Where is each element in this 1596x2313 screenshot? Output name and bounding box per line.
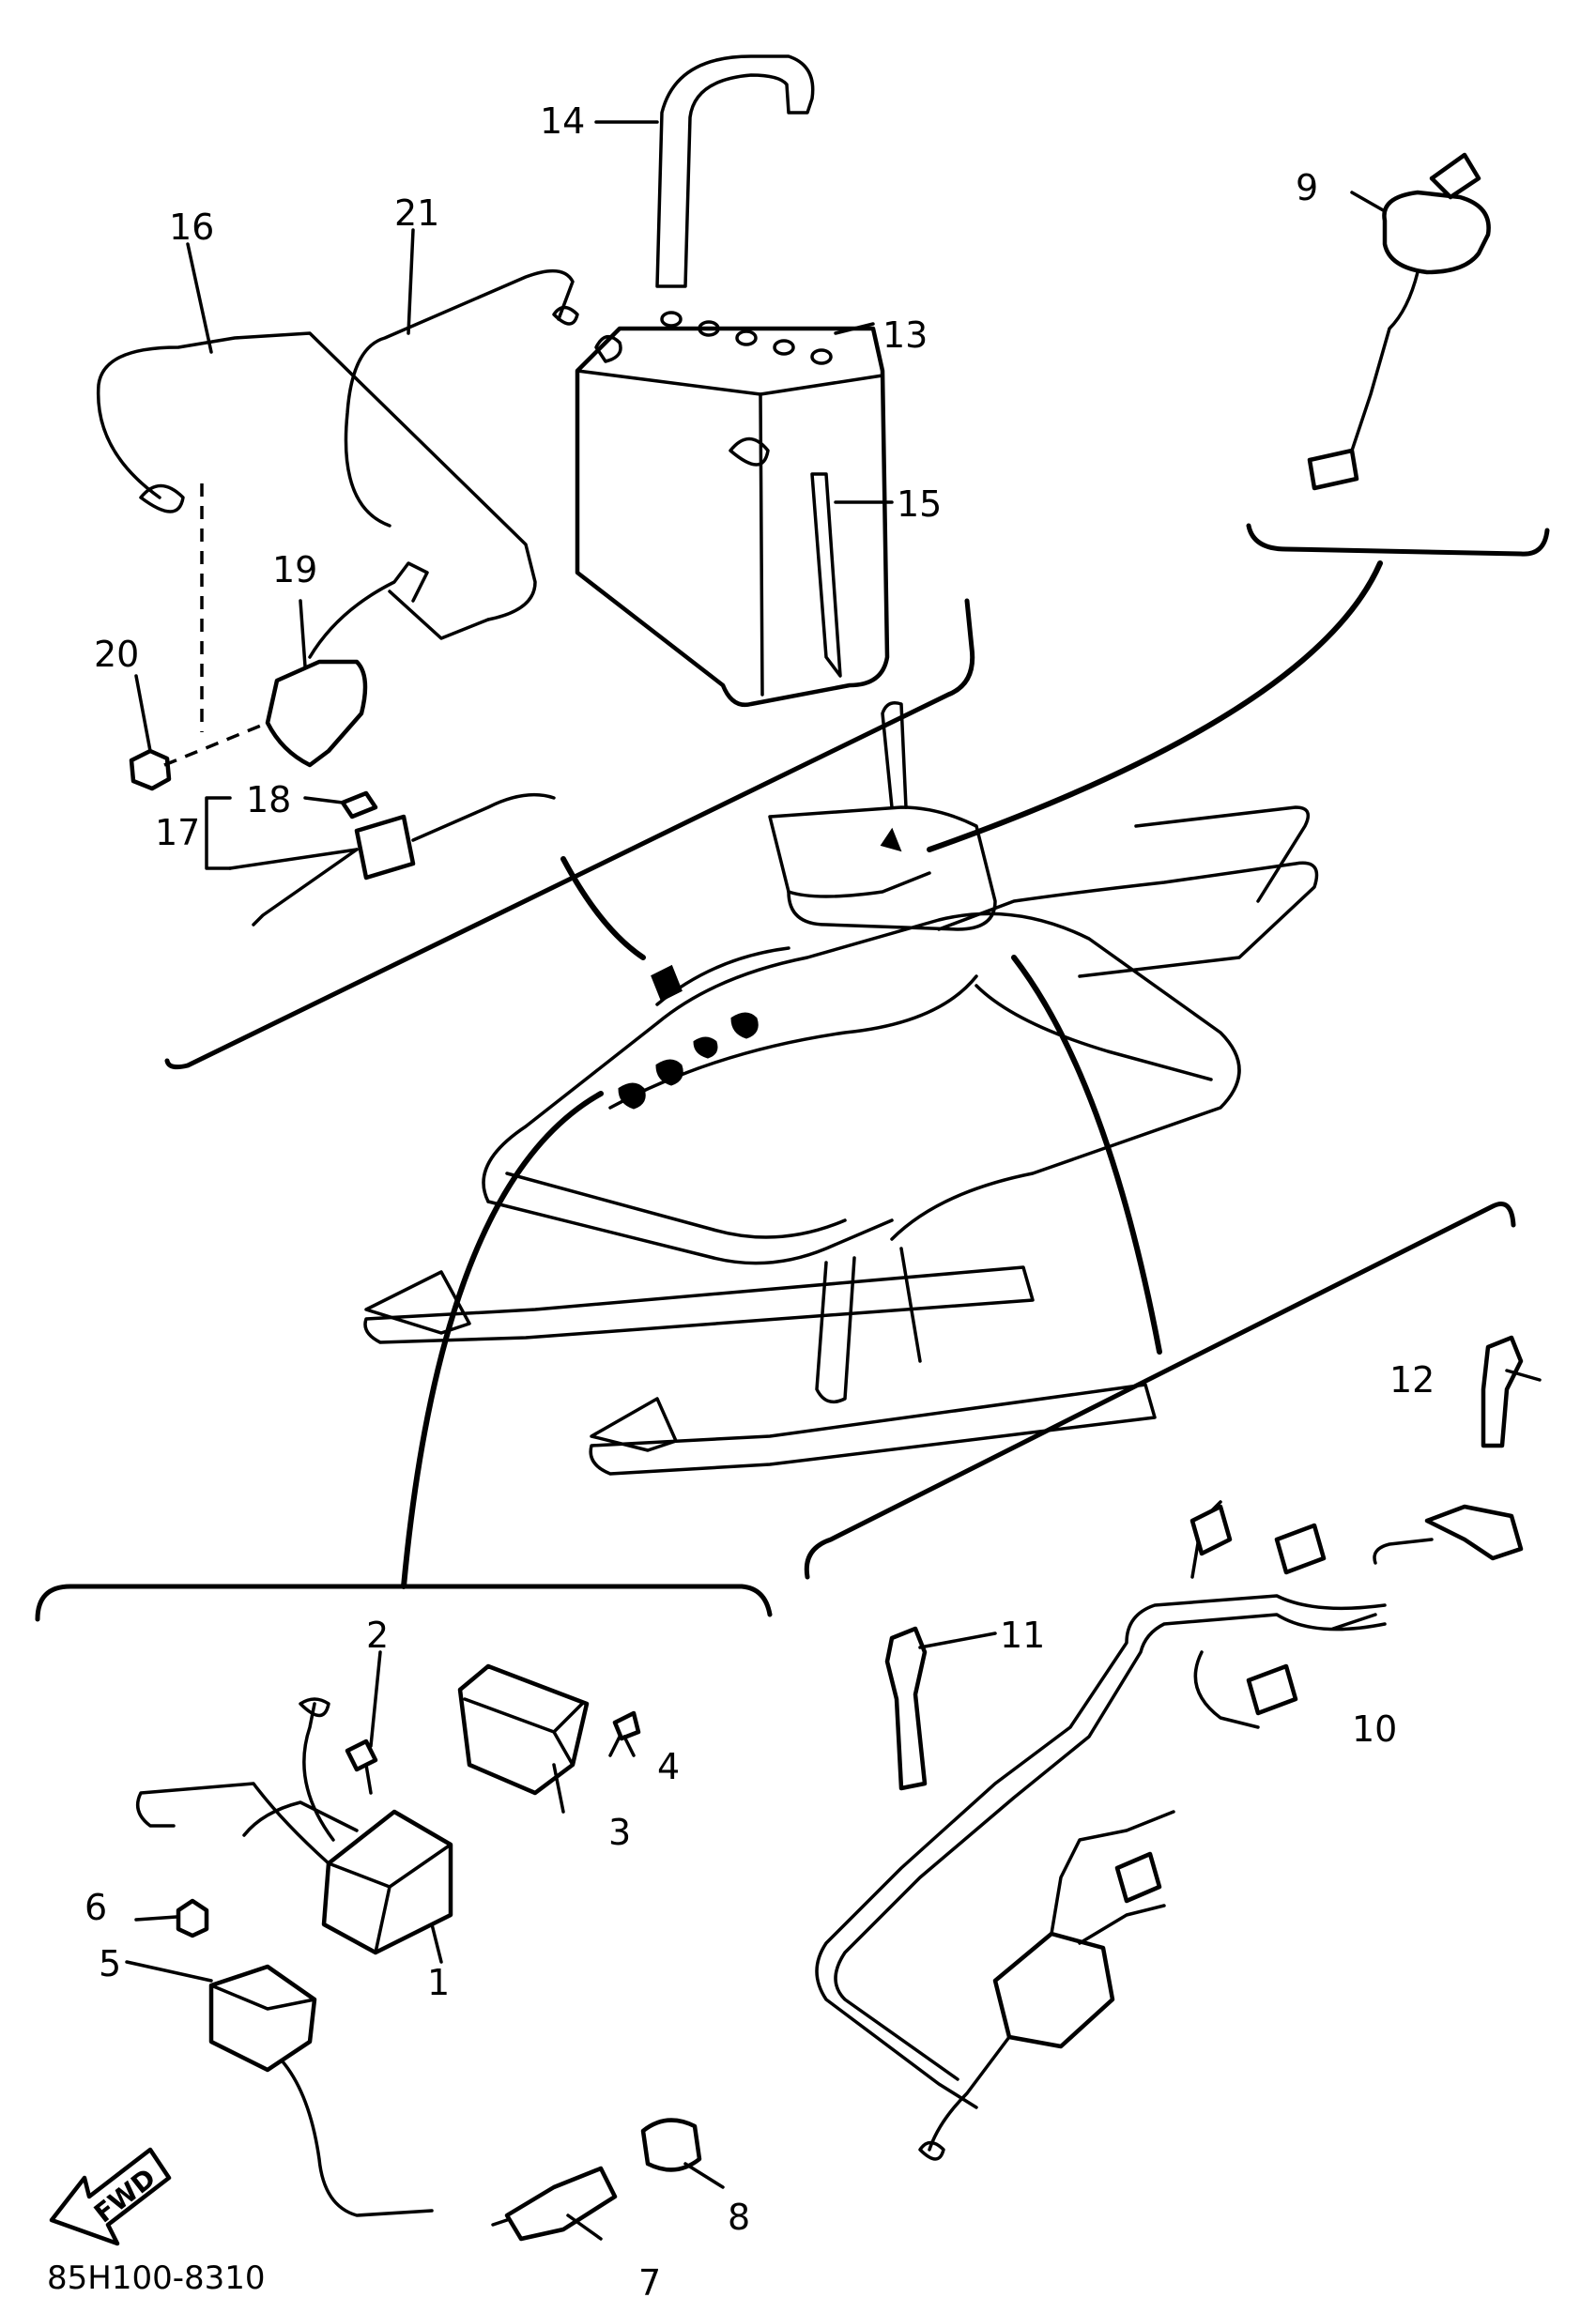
screw-4 <box>612 1710 641 1741</box>
callout-15: 15 <box>897 483 942 525</box>
callout-7: 7 <box>638 2262 661 2304</box>
plug-cap <box>504 2166 618 2242</box>
harness-junction <box>992 1931 1115 2049</box>
callout-10: 10 <box>1352 1708 1397 1750</box>
callout-12: 12 <box>1389 1359 1435 1401</box>
callout-13: 13 <box>882 314 928 356</box>
battery-caps <box>660 311 833 365</box>
panel-divider-top <box>164 598 975 1070</box>
grommet <box>640 2118 702 2172</box>
callouts: 14 9 16 21 13 15 19 20 18 17 12 11 10 2 … <box>84 100 1435 2304</box>
battery-terminal <box>729 437 770 467</box>
battery-lead-terminal <box>139 483 185 513</box>
arrow-to-ignition-area <box>401 1091 604 1589</box>
arrow-to-key-switch <box>927 560 1383 852</box>
panel-divider-right-top <box>1246 523 1550 557</box>
harness-coupler <box>1114 1851 1162 1904</box>
cable-band-12 <box>1481 1335 1524 1448</box>
callout-21: 21 <box>394 192 439 234</box>
callout-6: 6 <box>84 1887 107 1928</box>
battery-band <box>655 54 815 288</box>
callout-18: 18 <box>246 779 291 820</box>
callout-19: 19 <box>272 549 317 590</box>
battery-lead-21 <box>344 268 575 528</box>
arrow-to-harness <box>1011 955 1162 1355</box>
breather-hose <box>810 472 842 678</box>
fwd-arrow-icon <box>49 2147 172 2246</box>
bolt-2 <box>345 1739 378 1772</box>
callout-2: 2 <box>366 1615 389 1656</box>
callout-4: 4 <box>657 1746 680 1787</box>
arrow-to-battery-box <box>560 856 646 960</box>
battery <box>575 326 890 708</box>
cdi-plug <box>299 1697 330 1718</box>
main-switch <box>1382 190 1491 275</box>
wire-harness <box>815 1594 1387 2109</box>
regulator <box>457 1663 590 1796</box>
callout-9: 9 <box>1296 167 1318 208</box>
drawing-code: 85H100-8310 <box>47 2259 266 2297</box>
leader-lines <box>125 120 1542 2241</box>
ignition-coil <box>208 1964 317 2073</box>
harness-coupler <box>1246 1663 1298 1716</box>
callout-11: 11 <box>1000 1615 1045 1656</box>
callout-17: 17 <box>155 812 200 853</box>
callout-8: 8 <box>728 2197 750 2238</box>
harness-coupler <box>1189 1504 1233 1556</box>
callout-5: 5 <box>99 1943 121 1984</box>
nut-6 <box>176 1898 209 1938</box>
callout-16: 16 <box>169 207 214 248</box>
snowmobile <box>363 701 1319 1476</box>
callout-3: 3 <box>608 1812 631 1853</box>
main-switch-key <box>1429 152 1481 200</box>
callout-1: 1 <box>427 1962 450 2003</box>
starter-switch <box>354 814 416 881</box>
cdi-unit <box>321 1809 453 1955</box>
main-switch-coupler <box>1307 448 1359 491</box>
panel-divider-bottom-left <box>35 1584 773 1622</box>
harness-coupler <box>1274 1523 1327 1575</box>
harness-end-plug <box>918 2140 945 2161</box>
callout-14: 14 <box>540 100 585 142</box>
battery-lead-16 <box>96 331 537 621</box>
starter-relay <box>265 659 368 768</box>
callout-20: 20 <box>94 634 139 675</box>
fuse <box>340 790 378 820</box>
nut-20 <box>129 748 172 791</box>
lead-clamp <box>1424 1504 1524 1561</box>
panel-divider-middle <box>804 1202 1516 1580</box>
cable-band-11 <box>884 1626 928 1791</box>
battery-terminal <box>594 334 622 363</box>
